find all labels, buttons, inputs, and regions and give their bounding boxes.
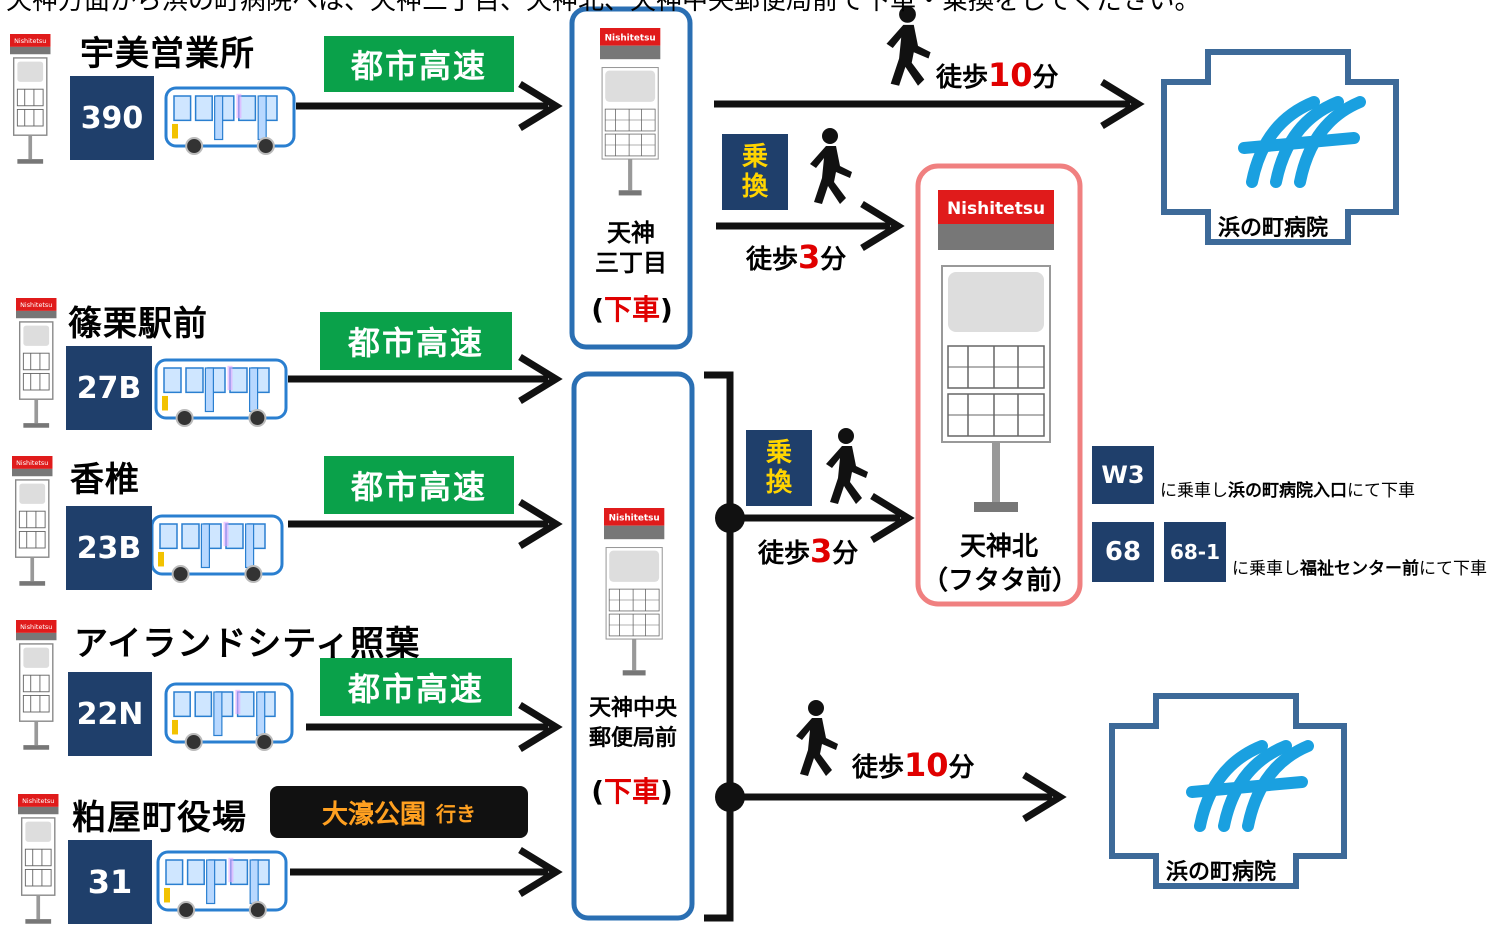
transfer-label: 乗 換	[746, 430, 812, 506]
bus-stop-icon: Nishitetsu	[12, 456, 53, 586]
destination-badge: 大濠公園 行き	[270, 786, 528, 838]
hospital-name: 浜の町病院	[1218, 216, 1329, 241]
note-68: に乗車し福祉センター前にて下車	[1232, 559, 1487, 579]
bus-icon	[156, 850, 288, 919]
flag-text: Nishitetsu	[14, 37, 46, 45]
hospital-name: 浜の町病院	[1166, 860, 1277, 885]
flag-text: Nishitetsu	[947, 199, 1045, 219]
alight-word: 下車	[603, 775, 660, 808]
stop-label-line1: 天神北	[959, 532, 1038, 562]
bus-stop-icon: Nishitetsu	[604, 508, 665, 676]
destination-suffix: 行き	[436, 801, 476, 826]
stop-label-line1: 天神中央	[588, 696, 677, 721]
walker-icon	[810, 128, 852, 204]
bus-stop-icon: Nishitetsu	[16, 298, 57, 428]
junction-dot-lower	[715, 782, 745, 812]
small-stop-poles: NishitetsuNishitetsuNishitetsuNishitetsu…	[10, 34, 59, 924]
stop-pole-sanchome: Nishitetsu	[600, 28, 661, 196]
destination-name: 大濠公園	[321, 799, 426, 830]
note-w3: に乗車し浜の町病院入口にて下車	[1160, 481, 1415, 501]
stop-label-line2: 郵便局前	[588, 726, 677, 751]
stop-label-kita: 天神北 （フタタ前）	[922, 530, 1079, 598]
walk-time-label: 徒歩10分	[852, 746, 975, 784]
alight-word: 下車	[603, 293, 660, 326]
stop-pole-kita: Nishitetsu	[938, 190, 1054, 512]
walker-icon	[796, 700, 838, 776]
bracket	[704, 371, 734, 922]
express-badge: 都市高速	[320, 312, 512, 370]
flag-text: Nishitetsu	[609, 513, 660, 523]
bus-stop-icon: Nishitetsu	[600, 28, 661, 196]
bus-stop-icon: Nishitetsu	[10, 34, 51, 164]
stop-label-yubinkyoku: 天神中央 郵便局前	[576, 694, 690, 754]
express-badge: 都市高速	[324, 36, 514, 92]
express-badge: 都市高速	[324, 456, 514, 514]
stop-pole-yubinkyoku: Nishitetsu	[604, 508, 665, 676]
stop-outline-kita	[915, 163, 1083, 607]
stop-label-line2: 三丁目	[595, 249, 667, 277]
flag-text: Nishitetsu	[22, 797, 54, 805]
route-number-390: 390	[70, 76, 154, 160]
walker-icon	[886, 6, 931, 86]
bus-stop-icon: Nishitetsu	[16, 620, 57, 750]
stop-label-sanchome: 天神 三丁目	[584, 218, 678, 278]
route-number-23B: 23B	[66, 506, 152, 590]
walker-icon	[796, 6, 931, 776]
route-number-27B: 27B	[66, 346, 152, 430]
header-text: 天神方面から浜の町病院へは、天神三丁目、天神北、天神中央郵便局前で下車・乗換をし…	[6, 0, 1201, 16]
alight-label: (下車)	[591, 293, 673, 326]
buses	[150, 86, 296, 919]
walk-time-label: 徒歩3分	[758, 532, 859, 570]
stop-outline-sanchome	[569, 6, 693, 350]
walk-arrows	[714, 79, 1145, 822]
flag-text: Nishitetsu	[16, 459, 48, 467]
stop-name-island-city: アイランドシティ照葉	[74, 624, 421, 664]
bus-stop-icon: Nishitetsu	[938, 190, 1054, 512]
route-number-68-1: 68-1	[1164, 522, 1226, 582]
hospital-icon	[1109, 693, 1347, 889]
stop-name-sasaguri: 篠栗駅前	[68, 304, 208, 344]
alight-label: (下車)	[591, 775, 673, 808]
route-number-W3: W3	[1092, 446, 1154, 504]
stop-outline-yubinkyoku	[571, 371, 695, 921]
hospital-icon	[1109, 49, 1399, 889]
walker-icon	[826, 428, 868, 504]
walk-time-label: 徒歩10分	[936, 56, 1059, 94]
express-badge: 都市高速	[320, 658, 512, 716]
route-number-22N: 22N	[68, 672, 152, 756]
stop-name-kasuya: 粕屋町役場	[72, 798, 247, 838]
flag-text: Nishitetsu	[20, 623, 52, 631]
flag-text: Nishitetsu	[605, 33, 656, 43]
junction-dot-upper	[715, 503, 745, 533]
stop-label-line2: （フタタ前）	[922, 566, 1079, 596]
route-number-68: 68	[1092, 522, 1154, 582]
walk-time-label: 徒歩3分	[746, 238, 847, 276]
hospital-icon	[1161, 49, 1399, 245]
bus-stop-icon: Nishitetsu	[18, 794, 59, 924]
bus-icon	[150, 514, 284, 583]
stop-name-kashii: 香椎	[70, 460, 140, 500]
stop-label-line1: 天神	[607, 219, 655, 247]
bus-icon	[164, 86, 296, 155]
transfer-label: 乗 換	[722, 134, 788, 210]
bus-icon	[164, 682, 294, 751]
stop-name-umi: 宇美営業所	[80, 34, 255, 74]
route-number-31: 31	[68, 840, 152, 924]
bus-icon	[154, 358, 288, 427]
route-arrows	[288, 81, 563, 897]
flag-text: Nishitetsu	[20, 301, 52, 309]
